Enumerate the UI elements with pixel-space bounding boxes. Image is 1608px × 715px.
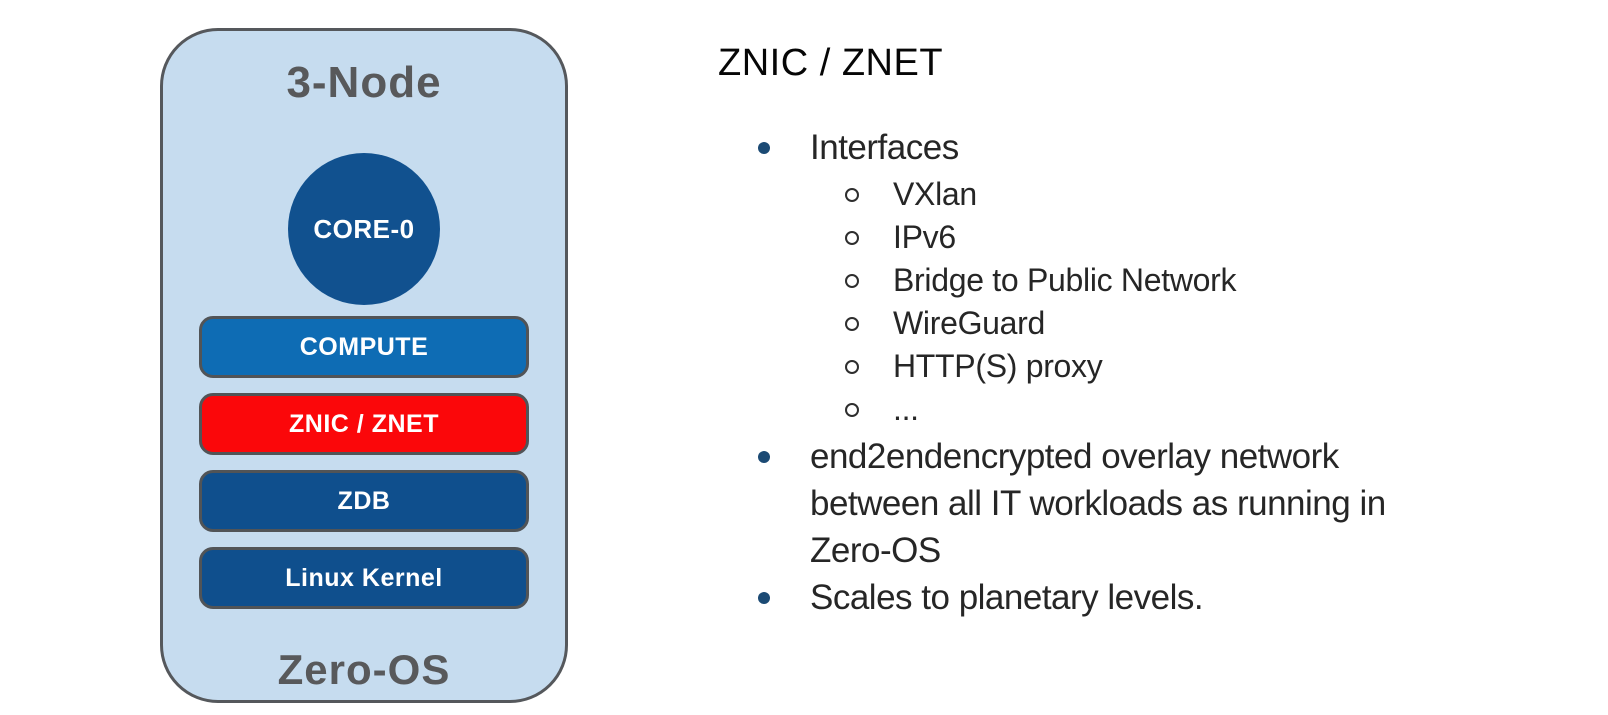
sub-list-item: Bridge to Public Network bbox=[718, 259, 1478, 302]
list-item: Scales to planetary levels. bbox=[718, 574, 1478, 621]
sub-bullet-marker bbox=[810, 216, 893, 259]
layer-compute: COMPUTE bbox=[199, 316, 529, 378]
sub-list-item-label: WireGuard bbox=[893, 305, 1046, 341]
bullet-circle-icon bbox=[844, 187, 859, 202]
layer-zdb: ZDB bbox=[199, 470, 529, 532]
bullet-marker bbox=[718, 574, 810, 621]
sub-list-item-label: IPv6 bbox=[893, 219, 956, 255]
sub-list-item-label: HTTP(S) proxy bbox=[893, 348, 1103, 384]
sub-list-item: ... bbox=[718, 388, 1478, 431]
bullet-list: Interfaces VXlan IPv6 bbox=[718, 124, 1478, 621]
panel-footer: Zero-OS bbox=[277, 646, 451, 693]
bullet-circle-icon bbox=[844, 316, 859, 331]
sub-bullet-marker bbox=[810, 259, 893, 302]
bullet-circle-icon bbox=[844, 402, 859, 417]
bullet-circle-icon bbox=[844, 359, 859, 374]
sub-list-item: WireGuard bbox=[718, 302, 1478, 345]
bullet-dot-icon bbox=[758, 450, 770, 463]
sub-bullet-marker bbox=[810, 345, 893, 388]
bullet-dot-icon bbox=[758, 591, 770, 604]
bullet-marker bbox=[718, 124, 810, 171]
layer-linux-kernel: Linux Kernel bbox=[199, 547, 529, 609]
list-item-label: Interfaces bbox=[810, 128, 959, 167]
node-panel: 3-Node CORE-0 COMPUTE ZNIC / ZNET ZDB Li… bbox=[160, 28, 568, 703]
layer-znic-znet: ZNIC / ZNET bbox=[199, 393, 529, 455]
bullet-marker bbox=[718, 433, 810, 480]
sub-bullet-marker bbox=[810, 388, 893, 431]
sub-list-item: IPv6 bbox=[718, 216, 1478, 259]
list-item-label: Scales to planetary levels. bbox=[810, 578, 1204, 617]
sub-list-item-label: ... bbox=[893, 391, 919, 427]
content-heading: ZNIC / ZNET bbox=[718, 42, 944, 84]
core-0-circle: CORE-0 bbox=[288, 153, 440, 305]
list-item: Interfaces VXlan IPv6 bbox=[718, 124, 1478, 431]
list-item-label: end2endencrypted overlay network between… bbox=[810, 437, 1386, 570]
bullet-circle-icon bbox=[844, 230, 859, 245]
sub-list-item-label: VXlan bbox=[893, 176, 977, 212]
bullet-dot-icon bbox=[758, 141, 770, 154]
panel-title: 3-Node bbox=[286, 58, 442, 107]
sub-list-item: HTTP(S) proxy bbox=[718, 345, 1478, 388]
sub-list-item-label: Bridge to Public Network bbox=[893, 262, 1237, 298]
list-item: end2endencrypted overlay network between… bbox=[718, 433, 1478, 574]
sub-bullet-list: VXlan IPv6 Bridge to Public Network bbox=[718, 173, 1478, 431]
sub-bullet-marker bbox=[810, 302, 893, 345]
content-column: ZNIC / ZNET Interfaces VXlan bbox=[718, 40, 1478, 621]
sub-bullet-marker bbox=[810, 173, 893, 216]
sub-list-item: VXlan bbox=[718, 173, 1478, 216]
core-0-label: CORE-0 bbox=[313, 213, 415, 244]
bullet-circle-icon bbox=[844, 273, 859, 288]
